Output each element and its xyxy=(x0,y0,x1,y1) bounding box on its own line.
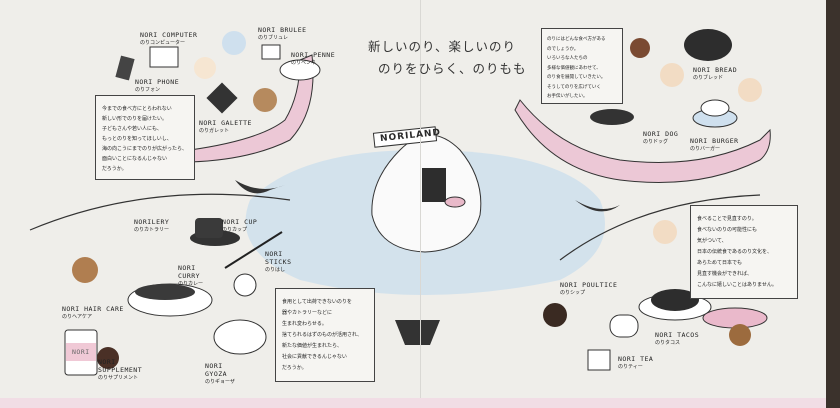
person-face xyxy=(222,31,246,55)
pink-car xyxy=(444,196,466,208)
pink-ribbon-top-left xyxy=(189,54,314,163)
teapot-icon xyxy=(609,314,639,338)
person-face xyxy=(253,88,277,112)
supplement-bottle-label: NORI xyxy=(72,348,90,356)
person-face xyxy=(72,257,98,283)
divider-line-right xyxy=(559,194,761,261)
chopsticks-icon xyxy=(224,231,283,269)
person-face xyxy=(653,220,677,244)
penne-plate xyxy=(279,59,321,81)
nori-dog-icon xyxy=(590,109,634,125)
person-face xyxy=(543,303,567,327)
title-line-2: のりをひらく、のりもも xyxy=(378,61,527,76)
fold-line xyxy=(420,0,421,408)
tacos-icon xyxy=(651,289,699,311)
sombrero-icon xyxy=(702,307,768,329)
person-face xyxy=(194,57,216,79)
phone-icon xyxy=(115,55,135,81)
gyoza-plate xyxy=(213,319,267,355)
laptop-icon xyxy=(149,46,179,68)
burger-icon xyxy=(700,99,730,117)
boat-center xyxy=(395,320,440,345)
page-title: 新しいのり、楽しいのり のりをひらく、のりもも xyxy=(368,36,527,80)
galette-icon xyxy=(206,82,238,114)
divider-line-left xyxy=(29,193,291,231)
text-box-top-left: 今までの食べ方にとらわれない新しい形でのりを届けたい。子どもさんや若い人にも、も… xyxy=(95,95,195,180)
person-face xyxy=(97,347,119,369)
cup-body xyxy=(195,218,223,238)
boat-left xyxy=(235,180,285,194)
person-face xyxy=(729,324,751,346)
boat-right xyxy=(575,200,620,212)
text-box-bottom-right: 食べることで見直すのり。食べないのりの可能性にも気がついて、日本の伝統食であるの… xyxy=(690,205,798,299)
bottom-strip xyxy=(0,398,826,408)
text-box-top-right: のりにはどんな食べ方があるのでしょうか。いろいろな人たちの多様な価値観にあわせて… xyxy=(541,28,623,104)
text-box-bottom-left: 食用として出荷できないのりを器やカトラリーなどに生まれ変わらせる。捨てられるはず… xyxy=(275,288,375,382)
title-line-1: 新しいのり、楽しいのり xyxy=(368,39,517,54)
person-face xyxy=(630,38,650,58)
nori-tower xyxy=(422,168,446,202)
tea-cups-icon xyxy=(587,349,611,371)
person-face xyxy=(738,78,762,102)
pink-ribbon-top-right xyxy=(514,99,771,183)
bread-icon xyxy=(684,29,732,61)
person-face xyxy=(233,273,257,297)
person-face xyxy=(660,63,684,87)
brulee-icon xyxy=(261,44,281,60)
curry-icon xyxy=(135,284,195,300)
